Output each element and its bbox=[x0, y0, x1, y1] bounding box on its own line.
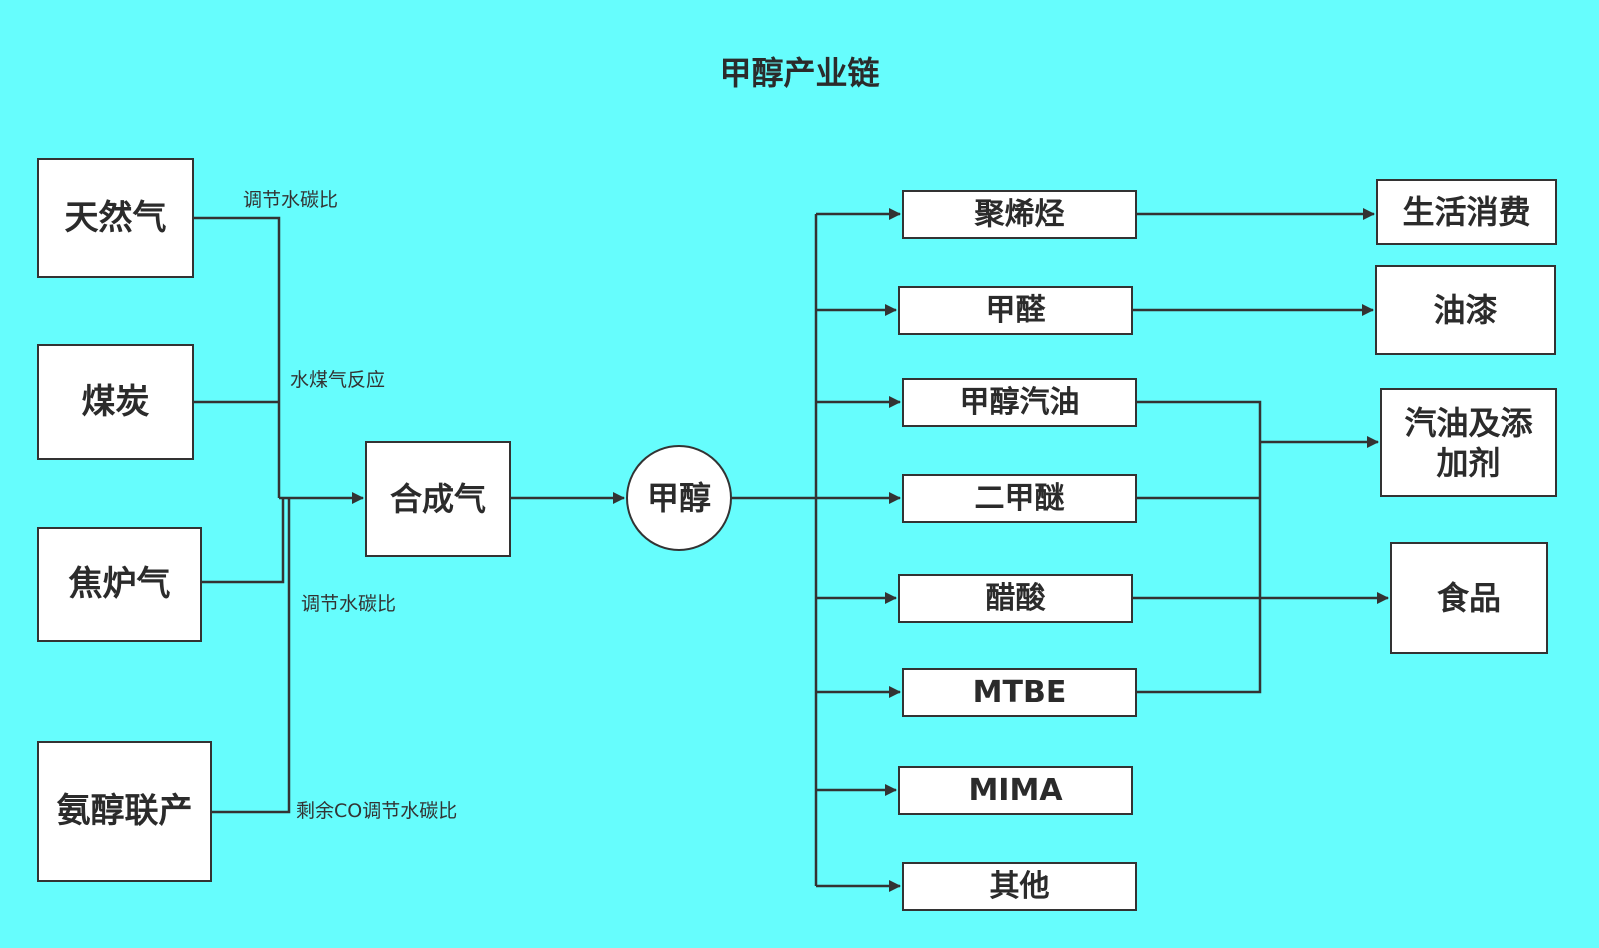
ammonia-note: 剩余CO调节水碳比 bbox=[296, 800, 458, 822]
natural-gas-connector bbox=[193, 216, 281, 498]
acetic-acid-node: 醋酸 bbox=[898, 574, 1133, 623]
natural-gas-node: 天然气 bbox=[37, 158, 194, 278]
gasoline-additive-node: 汽油及添加剂 bbox=[1380, 388, 1557, 497]
paint-node: 油漆 bbox=[1375, 265, 1556, 355]
mtbe-node: MTBE bbox=[902, 668, 1137, 717]
food-node: 食品 bbox=[1390, 542, 1548, 654]
coke-oven-gas-node: 焦炉气 bbox=[37, 527, 202, 642]
coal-note: 水煤气反应 bbox=[290, 369, 386, 391]
coke-oven-gas-connector bbox=[201, 498, 285, 584]
ammonia-methanol-connector bbox=[211, 498, 291, 814]
formaldehyde-node: 甲醛 bbox=[898, 286, 1133, 335]
dme-node: 二甲醚 bbox=[902, 474, 1137, 523]
coke-note: 调节水碳比 bbox=[301, 593, 397, 615]
gasoline-branch bbox=[1136, 400, 1262, 694]
consumer-node: 生活消费 bbox=[1376, 179, 1557, 245]
coal-node: 煤炭 bbox=[37, 344, 194, 460]
mima-node: MIMA bbox=[898, 766, 1133, 815]
diagram-title: 甲醇产业链 bbox=[719, 54, 880, 92]
natural-gas-note: 调节水碳比 bbox=[243, 189, 339, 211]
other-node: 其他 bbox=[902, 862, 1137, 911]
methanol-node: 甲醇 bbox=[626, 445, 732, 551]
polyolefin-node: 聚烯烃 bbox=[902, 190, 1137, 239]
methanol-gasoline-node: 甲醇汽油 bbox=[902, 378, 1137, 427]
ammonia-methanol-node: 氨醇联产 bbox=[37, 741, 212, 882]
syngas-node: 合成气 bbox=[365, 441, 511, 557]
